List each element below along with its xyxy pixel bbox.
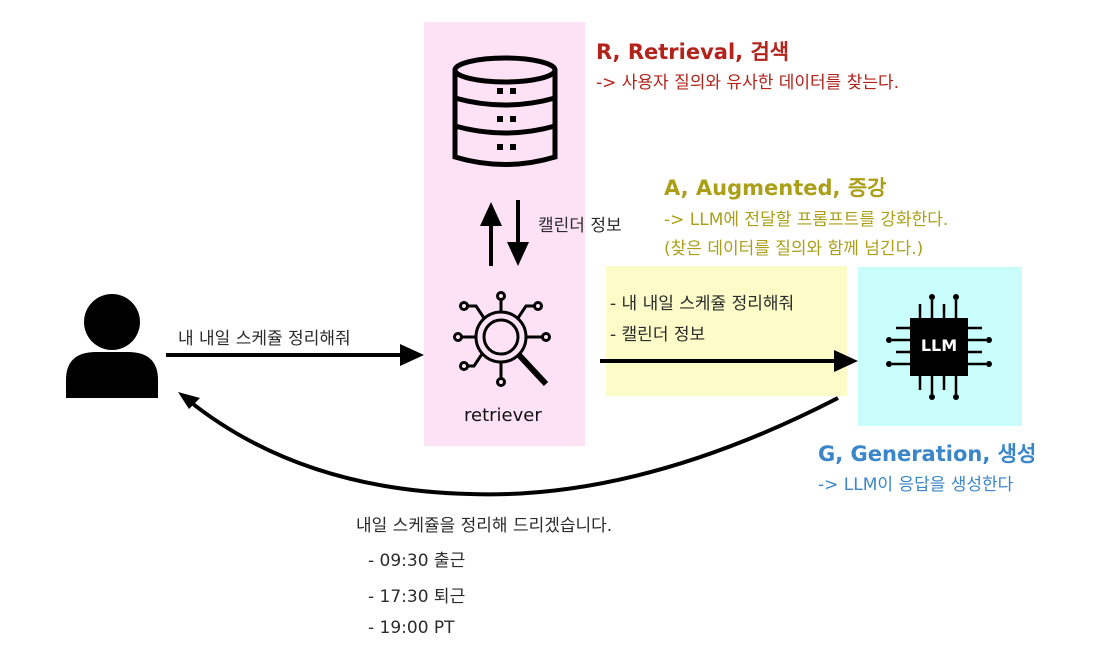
user-icon bbox=[66, 294, 158, 398]
retrieval-desc: -> 사용자 질의와 유사한 데이터를 찾는다. bbox=[596, 73, 900, 93]
augment-line-calendar: - 캘린더 정보 bbox=[610, 325, 706, 345]
generation-desc: -> LLM이 응답을 생성한다 bbox=[818, 475, 1014, 495]
retrieval-title: R, Retrieval, 검색 bbox=[596, 40, 790, 64]
database-icon bbox=[452, 55, 558, 167]
augmented-title: A, Augmented, 증강 bbox=[664, 176, 887, 200]
user-query-label: 내 내일 스케쥴 정리해줘 bbox=[178, 329, 351, 349]
llm-chip-icon bbox=[886, 294, 992, 400]
response-arrow bbox=[186, 396, 839, 497]
calendar-info-label: 캘린더 정보 bbox=[538, 216, 622, 236]
retriever-label: retriever bbox=[464, 405, 542, 426]
generation-title: G, Generation, 생성 bbox=[818, 442, 1037, 466]
response-item: - 09:30 출근 bbox=[368, 551, 466, 571]
response-intro: 내일 스케쥴을 정리해 드리겠습니다. bbox=[356, 516, 613, 536]
llm-chip-label: LLM bbox=[920, 336, 958, 355]
augment-panel bbox=[606, 266, 847, 396]
retriever-magnifier-icon bbox=[453, 291, 551, 387]
retriever-panel bbox=[424, 22, 585, 446]
response-item: - 19:00 PT bbox=[368, 618, 455, 638]
augmented-desc-1: -> LLM에 전달할 프롬프트를 강화한다. bbox=[664, 210, 949, 230]
response-item: - 17:30 퇴근 bbox=[368, 587, 466, 607]
exchange-arrows-icon bbox=[480, 200, 529, 266]
augment-line-query: - 내 내일 스케쥴 정리해줘 bbox=[610, 294, 795, 314]
augmented-desc-2: (찾은 데이터를 질의와 함께 넘긴다.) bbox=[664, 239, 924, 259]
